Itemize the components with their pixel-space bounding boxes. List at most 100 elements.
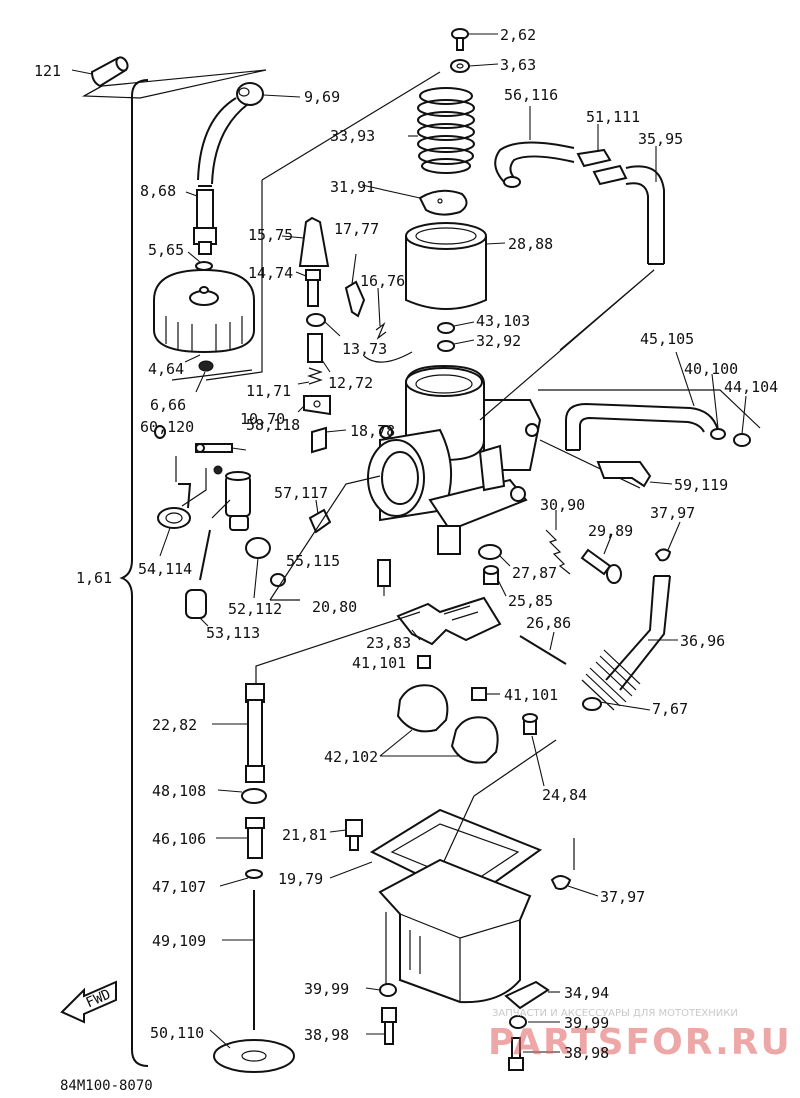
part-label: 5,65 <box>148 241 184 259</box>
part-43-103 <box>437 322 455 334</box>
part-label: 25,85 <box>508 592 553 610</box>
part-2-62-screw <box>451 28 469 51</box>
part-label: 33,93 <box>330 127 375 145</box>
part-31-91-clip <box>418 189 468 216</box>
part-8-68 <box>193 189 217 255</box>
part-label: 29,89 <box>588 522 633 540</box>
part-40-100-clip <box>710 428 726 440</box>
part-label: 44,104 <box>724 378 778 396</box>
part-label: 28,88 <box>508 235 553 253</box>
part-48-108 <box>241 788 267 804</box>
part-46-106 <box>245 817 265 859</box>
part-label: 50,110 <box>150 1024 204 1042</box>
part-label: 56,116 <box>504 86 558 104</box>
part-label: 16,76 <box>360 272 405 290</box>
part-label: 11,71 <box>246 382 291 400</box>
part-6-66 <box>198 360 214 372</box>
part-label: 20,80 <box>312 598 357 616</box>
part-53-113 <box>185 589 207 619</box>
part-47-107 <box>245 869 263 879</box>
part-label: 48,108 <box>152 782 206 800</box>
part-label: 39,99 <box>304 980 349 998</box>
watermark-logo: PARTSFOR.RU <box>488 1022 792 1063</box>
part-label: 6,66 <box>150 396 186 414</box>
part-20-80 <box>377 559 391 587</box>
part-30-90-spring <box>545 529 571 575</box>
part-label: 17,77 <box>334 220 379 238</box>
part-label: 4,64 <box>148 360 184 378</box>
part-36-96-hose <box>581 575 671 711</box>
part-28-88-piston <box>405 222 487 310</box>
part-label: 51,111 <box>586 108 640 126</box>
part-16-76-spring <box>375 322 387 340</box>
part-label: 52,112 <box>228 600 282 618</box>
part-38-98-b <box>508 1037 524 1071</box>
part-37-97-clip-upper <box>654 548 672 562</box>
part-24-84 <box>522 713 538 735</box>
part-label: 13,73 <box>342 340 387 358</box>
part-10-70-bracket <box>303 395 331 416</box>
part-45-105-hose <box>565 402 719 451</box>
part-25-85 <box>483 565 499 585</box>
part-starter-plunger <box>213 465 251 531</box>
part-32-92 <box>437 340 455 352</box>
part-label: 49,109 <box>152 932 206 950</box>
part-label: 121 <box>34 62 61 80</box>
fwd-arrow-icon: FWD <box>60 980 117 1024</box>
part-label: 34,94 <box>564 984 609 1002</box>
part-label: 41,101 <box>504 686 558 704</box>
part-label: 3,63 <box>500 56 536 74</box>
watermark-text: ЗАПЧАСТИ И АКСЕССУАРЫ ДЛЯ МОТОТЕХНИКИ <box>492 1008 738 1019</box>
part-label: 19,79 <box>278 870 323 888</box>
part-5-65 <box>195 261 213 271</box>
part-label: 26,86 <box>526 614 571 632</box>
part-60-120 <box>154 425 166 439</box>
part-17-77 <box>344 280 366 318</box>
part-label: 42,102 <box>324 748 378 766</box>
part-label: 39,99 <box>564 1014 609 1032</box>
part-9-69 <box>236 82 264 106</box>
part-label: 18,78 <box>350 422 395 440</box>
part-56-116-hose <box>494 141 575 188</box>
part-35-95-hose <box>625 165 665 265</box>
diagram-code: 84M100-8070 <box>60 1078 153 1094</box>
carburetor-body <box>367 364 542 555</box>
part-label: 40,100 <box>684 360 738 378</box>
part-label: 2,62 <box>500 26 536 44</box>
part-15-75 <box>298 216 330 267</box>
part-label: 8,68 <box>140 182 176 200</box>
part-42-102-float-a <box>396 684 449 733</box>
part-21-81 <box>345 819 363 851</box>
part-22-82-nozzle <box>245 683 265 783</box>
part-label: 36,96 <box>680 632 725 650</box>
part-label: 12,72 <box>328 374 373 392</box>
part-18-78 <box>311 426 327 454</box>
part-label: 24,84 <box>542 786 587 804</box>
part-label: 31,91 <box>330 178 375 196</box>
part-label: 53,113 <box>206 624 260 642</box>
part-39-99-a <box>379 983 397 997</box>
part-44-104-cap <box>733 433 751 447</box>
part-label: 7,67 <box>652 700 688 718</box>
part-label: 22,82 <box>152 716 197 734</box>
part-label: 35,95 <box>638 130 683 148</box>
part-label: 32,92 <box>476 332 521 350</box>
part-34-94-bracket <box>504 980 550 1010</box>
part-26-86-pin <box>519 635 567 665</box>
part-41-101-b <box>471 687 487 701</box>
group-bracket-label: 1,61 <box>76 569 112 587</box>
part-37-97-clip-lower <box>550 875 572 890</box>
part-13-73-nut <box>306 313 326 327</box>
part-38-98-a <box>381 1007 397 1045</box>
part-12-72 <box>307 333 323 363</box>
part-121-cap <box>90 56 129 88</box>
part-labels: 2,62 3,63 121 9,69 56,116 51,111 35,95 33,93 8,6… <box>34 26 778 1062</box>
part-label: 30,90 <box>540 496 585 514</box>
part-4-64-cap <box>153 268 255 354</box>
part-51-111-joint <box>576 148 628 186</box>
part-label: 9,69 <box>304 88 340 106</box>
part-label: 60,120 <box>140 418 194 436</box>
part-label: 27,87 <box>512 564 557 582</box>
part-label: 57,117 <box>274 484 328 502</box>
